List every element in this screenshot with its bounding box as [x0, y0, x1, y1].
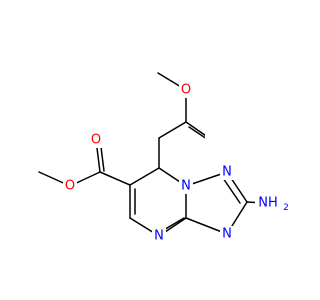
atom-label-n: N: [222, 165, 232, 180]
atom-label-o: O: [65, 179, 75, 194]
bond-line: [222, 177, 241, 204]
bond-line: [158, 121, 187, 139]
atom-label-n: N: [222, 227, 232, 242]
atom-nh2-amino: NH 2: [255, 195, 289, 217]
atom-label-nh: NH: [258, 196, 278, 211]
atom-o-ester1-single: O: [63, 178, 77, 194]
atom-label-o: O: [91, 133, 101, 148]
molecule-structure-diagram: O O O N N N N NH 2: [38, 72, 289, 244]
bond-line: [99, 171, 131, 186]
atom-label-n: N: [154, 229, 164, 244]
atom-label-h-count: 2: [283, 203, 289, 213]
atom-n-triazole-bottom: N: [220, 226, 234, 242]
atom-label-o: O: [181, 83, 191, 98]
atom-n-bridge: N: [179, 178, 193, 194]
atom-n-triazole-top: N: [220, 164, 234, 180]
atom-o-ester2-single: O: [179, 82, 193, 98]
atom-o-ester1-double: O: [89, 132, 103, 148]
atom-o-ester2-double: [205, 132, 219, 148]
atom-n-pyrimidine: N: [152, 228, 166, 244]
bond-line: [129, 167, 160, 186]
bond-layer: [38, 72, 263, 237]
atom-label-n: N: [181, 179, 191, 194]
